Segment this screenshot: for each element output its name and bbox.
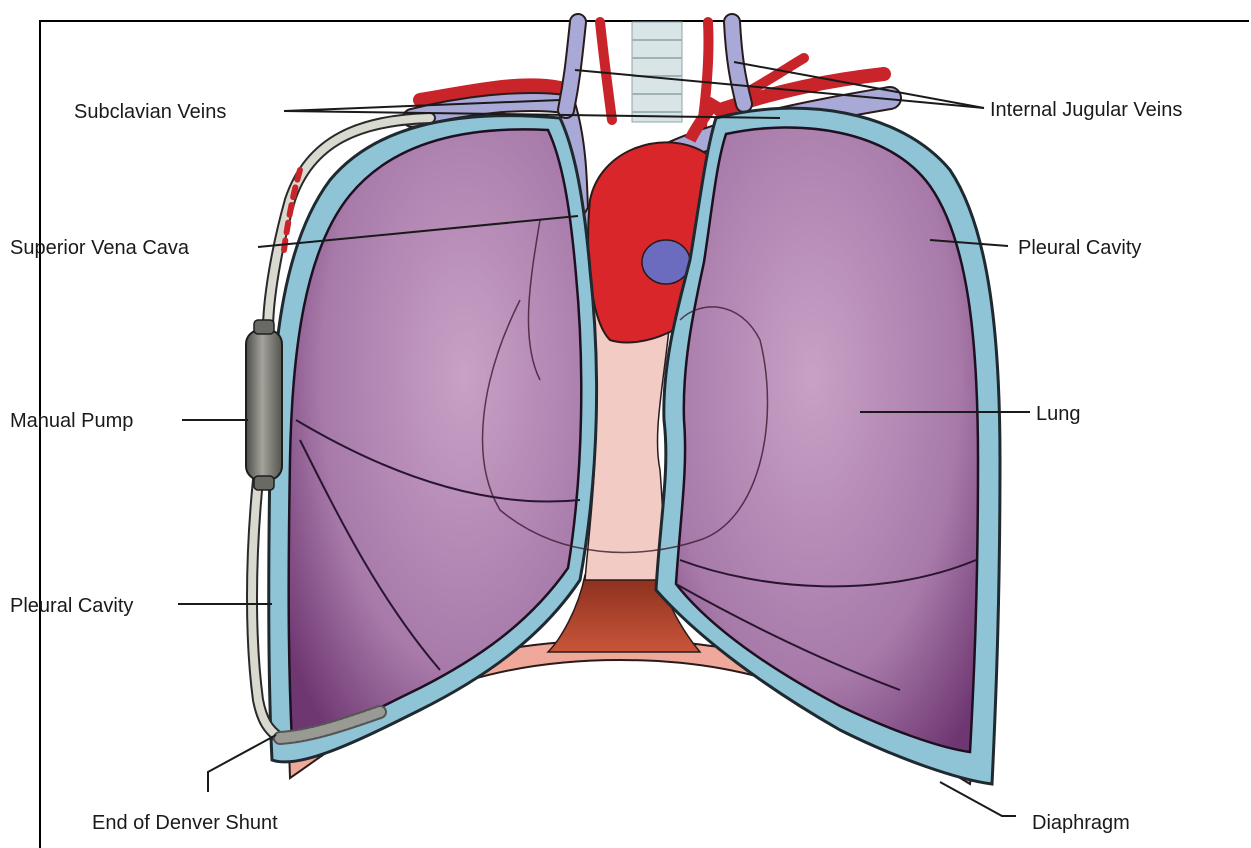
manual-pump <box>246 320 282 490</box>
label-pleural-cavity-left: Pleural Cavity <box>10 595 133 617</box>
label-diaphragm: Diaphragm <box>1032 812 1130 834</box>
trachea <box>632 22 682 122</box>
label-pleural-cavity-right: Pleural Cavity <box>1018 237 1141 259</box>
label-superior-vena-cava: Superior Vena Cava <box>10 237 190 259</box>
label-manual-pump: Manual Pump <box>10 410 133 432</box>
label-internal-jugular-veins: Internal Jugular Veins <box>990 99 1182 121</box>
label-lung: Lung <box>1036 403 1081 425</box>
label-subclavian-veins: Subclavian Veins <box>74 101 226 123</box>
label-end-of-denver-shunt: End of Denver Shunt <box>92 812 278 834</box>
